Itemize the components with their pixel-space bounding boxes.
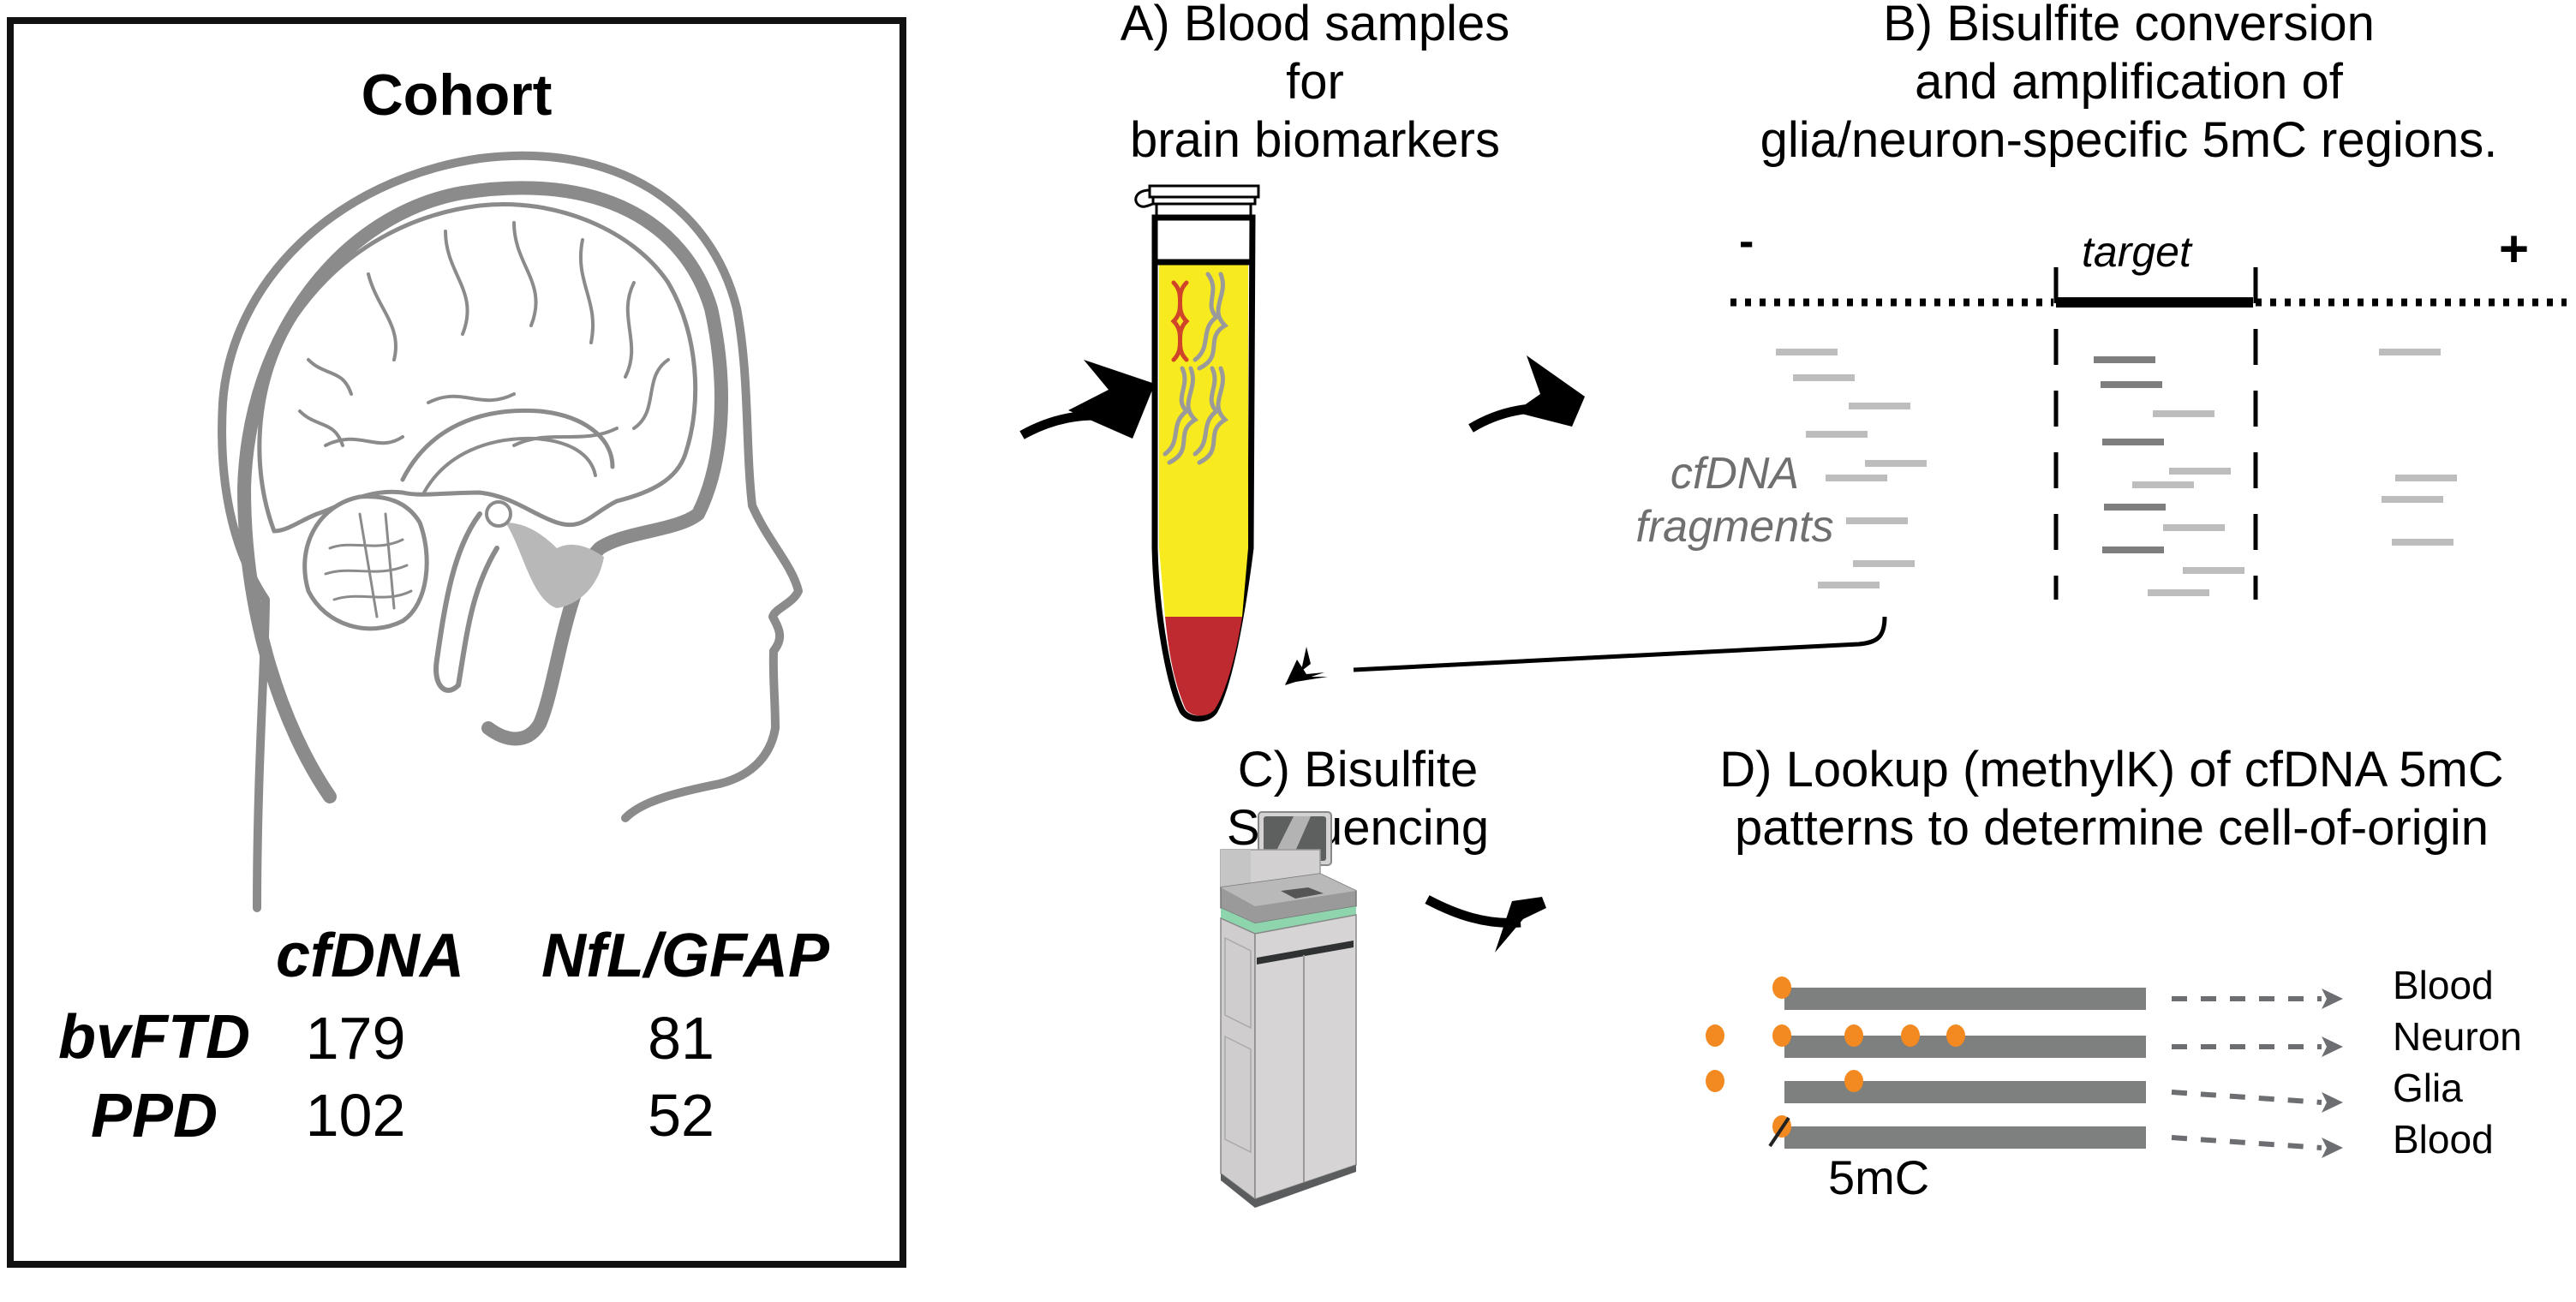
cell-bvftd-nfl-gfap: 81 [648,1005,714,1072]
step-b-title: B) Bisulfite conversion and amplificatio… [1760,0,2498,168]
methylation-dot [1772,1024,1791,1047]
cfdna-fragment [2169,468,2231,475]
5mc-label: 5mC [1828,1150,1930,1204]
cfdna-fragment [2382,496,2443,503]
5mc-pointer-line [1768,1116,1790,1148]
methylation-dot [1844,1070,1863,1092]
cfdna-fragment [1806,431,1868,438]
methylation-dot [1706,1070,1724,1092]
arrowhead [1285,647,1328,684]
brainstem [433,511,499,693]
cfdna-read-bar [1784,988,2146,1010]
methylation-dot [1706,1024,1724,1047]
row-label-bvftd: bvFTD [58,1003,250,1072]
target-fragment [2102,546,2164,553]
lookup-arrowhead [2322,988,2343,1009]
dna-helix-gray [1162,272,1229,465]
minus-strand-label: - [1739,217,1754,266]
cell-ppd-cfdna: 102 [305,1082,406,1149]
limbic-region [505,523,604,608]
col-header-nfl-gfap: NfL/GFAP [541,922,829,990]
head-outline [218,151,803,912]
cfdna-fragment [1846,517,1908,524]
cohort-panel [7,17,906,1268]
cohort-title: Cohort [361,63,553,128]
tube-blood [1165,617,1242,716]
lookup-arrowhead [2322,1092,2343,1113]
sequencer-flowcell-tray [1281,887,1324,899]
origin-label-1: Blood [2393,963,2494,1007]
target-fragment [2104,504,2166,511]
origin-label-3: Glia [2393,1066,2463,1110]
cell-bvftd-cfdna: 179 [305,1005,406,1072]
arrowhead [1515,355,1585,427]
cfdna-read-bar [1784,1036,2146,1058]
arrowhead [1495,897,1546,953]
cfdna-fragment [2395,475,2457,481]
dna-helix-red [1170,280,1190,362]
cfdna-fragment [1793,374,1855,381]
cell-ppd-nfl-gfap: 52 [648,1082,714,1149]
cfdna-fragment [1865,460,1927,467]
skull-outline [237,181,728,803]
plus-strand-label: + [2499,220,2530,278]
cfdna-fragment [2153,410,2214,417]
lookup-dashed-arrow [2171,1090,2322,1105]
lookup-dashed-arrow [2171,1135,2322,1150]
cfdna-fragment [1853,560,1915,567]
cfdna-fragment [1776,349,1838,355]
methylation-dot [1844,1024,1863,1047]
cfdna-fragment [2148,589,2209,596]
cfdna-fragment [1849,403,1910,409]
arrowhead [1068,360,1155,439]
arrow-b-to-c [1353,616,1887,672]
target-fragment [2094,356,2155,363]
step-a-title: A) Blood samples for brain biomarkers [1120,0,1510,168]
cfdna-fragment [2379,349,2441,355]
cfdna-read-bar [1784,1126,2146,1149]
cfdna-fragment [2183,567,2244,574]
step-d-title: D) Lookup (methylK) of cfDNA 5mC pattern… [1719,742,2504,856]
row-label-ppd: PPD [90,1082,218,1150]
target-fragment [2102,439,2164,445]
cfdna-fragment [2132,481,2194,488]
target-label: target [2082,228,2191,276]
methylation-dot [1946,1024,1965,1047]
sequencer-accent-strip [1221,906,1356,934]
cfdna-read-bar [1784,1081,2146,1103]
cfdna-fragments-label: cfDNA fragments [1635,449,1834,552]
methylation-dot [1772,977,1791,999]
cfdna-fragment [1818,582,1880,588]
origin-label-2: Neuron [2393,1014,2522,1059]
cfdna-fragment [1826,475,1887,481]
lookup-arrowhead [2322,1138,2343,1158]
lookup-arrowhead [2322,1036,2343,1057]
cfdna-fragment [2392,539,2453,546]
origin-label-4: Blood [2393,1117,2494,1162]
col-header-cfdna: cfDNA [276,922,465,990]
methylation-dot [1901,1024,1920,1047]
arrowhead-b-to-c [1285,660,1324,685]
target-fragment [2101,381,2162,388]
cfdna-fragment [2163,524,2225,531]
